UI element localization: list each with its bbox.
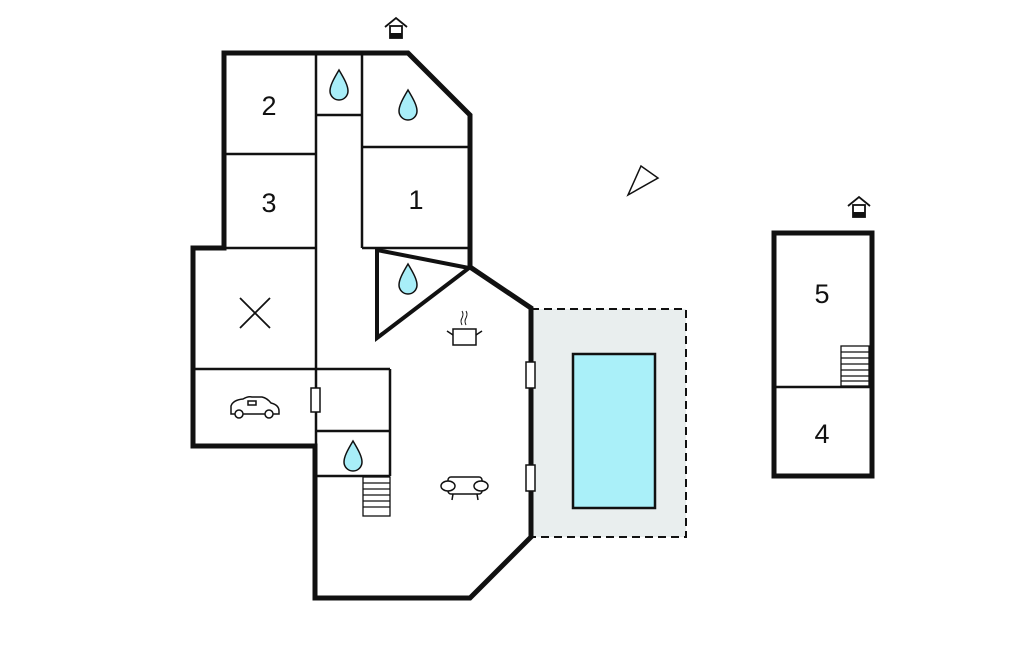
north-arrow-icon bbox=[626, 164, 660, 197]
annex-outer-walls bbox=[771, 230, 875, 479]
entrance-icon bbox=[847, 196, 871, 218]
room-label-1: 1 bbox=[408, 185, 423, 215]
stairs-icon bbox=[362, 476, 391, 517]
room-label-3: 3 bbox=[261, 188, 276, 218]
bathroom-icon bbox=[398, 263, 418, 295]
living-sofa-icon bbox=[440, 476, 489, 501]
utility-x-icon bbox=[239, 297, 271, 329]
main-outer-walls bbox=[190, 50, 534, 601]
pool bbox=[571, 352, 657, 510]
door bbox=[525, 361, 536, 389]
room-label-2: 2 bbox=[261, 91, 276, 121]
door bbox=[310, 387, 321, 413]
bathroom-triangle-wall bbox=[375, 247, 474, 343]
bathroom-icon bbox=[329, 69, 349, 101]
door bbox=[525, 464, 536, 492]
room-label-5: 5 bbox=[814, 279, 829, 309]
bathroom-icon bbox=[343, 440, 363, 472]
bathroom-icon bbox=[398, 89, 418, 121]
garage-car-icon bbox=[230, 396, 280, 419]
entrance-icon bbox=[384, 17, 408, 39]
stairs-icon bbox=[840, 345, 870, 387]
kitchen-pot-icon bbox=[446, 310, 483, 346]
room-label-4: 4 bbox=[814, 419, 829, 449]
interior-walls bbox=[193, 53, 470, 478]
